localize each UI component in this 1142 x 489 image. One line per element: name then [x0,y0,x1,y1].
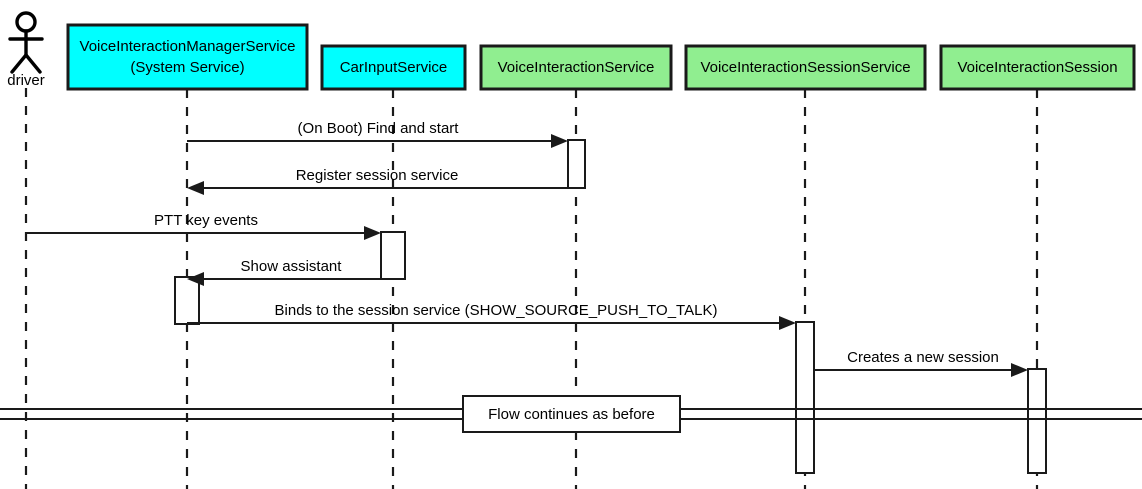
flow-divider: Flow continues as before [0,395,1142,433]
participant-vims-label-line1: VoiceInteractionManagerService [80,38,296,55]
actor-leg-left-icon [10,53,28,74]
participant-cis-box [320,44,467,91]
message-3-arrowhead-icon [364,226,381,240]
divider-label: Flow continues as before [488,406,655,423]
activation-vims-1 [174,276,200,325]
participant-vsession-box [939,44,1136,91]
participant-vis-box [479,44,673,91]
activations-group [174,139,1047,474]
message-2-arrowhead-icon [187,181,204,195]
actor-label: driver [7,72,45,89]
message-1-label: (On Boot) Find and start [298,120,460,137]
participant-vims[interactable]: VoiceInteractionManagerService (System S… [66,23,309,91]
message-4-arrowhead-icon [187,272,204,286]
participant-viss[interactable]: VoiceInteractionSessionService [684,44,927,91]
participant-vims-box [66,23,309,91]
participant-vsession-label: VoiceInteractionSession [957,59,1117,76]
participant-boxes-group: VoiceInteractionManagerService (System S… [66,23,1136,91]
actor-head-icon [15,11,37,33]
message-1-arrowhead-icon [551,134,568,148]
activation-cis-1 [380,231,406,280]
message-register-session-service[interactable]: Register session service [187,167,585,195]
message-2-label: Register session service [296,167,459,184]
participant-cis[interactable]: CarInputService [320,44,467,91]
participant-vsession[interactable]: VoiceInteractionSession [939,44,1136,91]
activation-vis-1 [567,139,586,189]
divider-label-box [462,395,681,433]
participant-vis[interactable]: VoiceInteractionService [479,44,673,91]
message-4-label: Show assistant [241,258,343,275]
message-ptt-key-events[interactable]: PTT key events [26,212,381,240]
message-5-label: Binds to the session service (SHOW_SOURC… [275,302,718,319]
activation-vsession-1 [1027,368,1047,474]
message-on-boot-find-and-start[interactable]: (On Boot) Find and start [187,120,568,148]
message-6-arrowhead-icon [1011,363,1028,377]
participant-viss-box [684,44,927,91]
actor-driver[interactable]: driver [7,11,45,89]
participant-vims-label-line2: (System Service) [130,59,244,76]
message-5-arrowhead-icon [779,316,796,330]
message-6-label: Creates a new session [847,349,999,366]
actor-leg-right-icon [24,53,42,74]
message-3-label: PTT key events [154,212,258,229]
message-creates-a-new-session[interactable]: Creates a new session [814,349,1028,377]
activation-viss-1 [795,321,815,474]
participant-viss-label: VoiceInteractionSessionService [700,59,910,76]
participant-vis-label: VoiceInteractionService [498,59,655,76]
message-show-assistant[interactable]: Show assistant [187,258,405,286]
message-binds-to-session-service[interactable]: Binds to the session service (SHOW_SOURC… [187,302,796,330]
participant-cis-label: CarInputService [340,59,448,76]
